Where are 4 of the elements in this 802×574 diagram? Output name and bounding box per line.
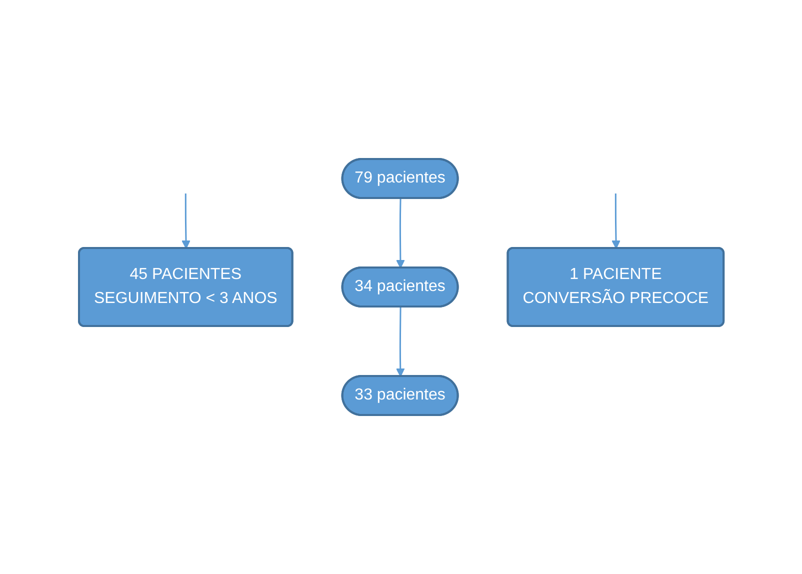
arrow <box>181 194 190 249</box>
arrow <box>611 194 620 249</box>
arrow <box>396 198 405 268</box>
arrow <box>396 306 404 377</box>
